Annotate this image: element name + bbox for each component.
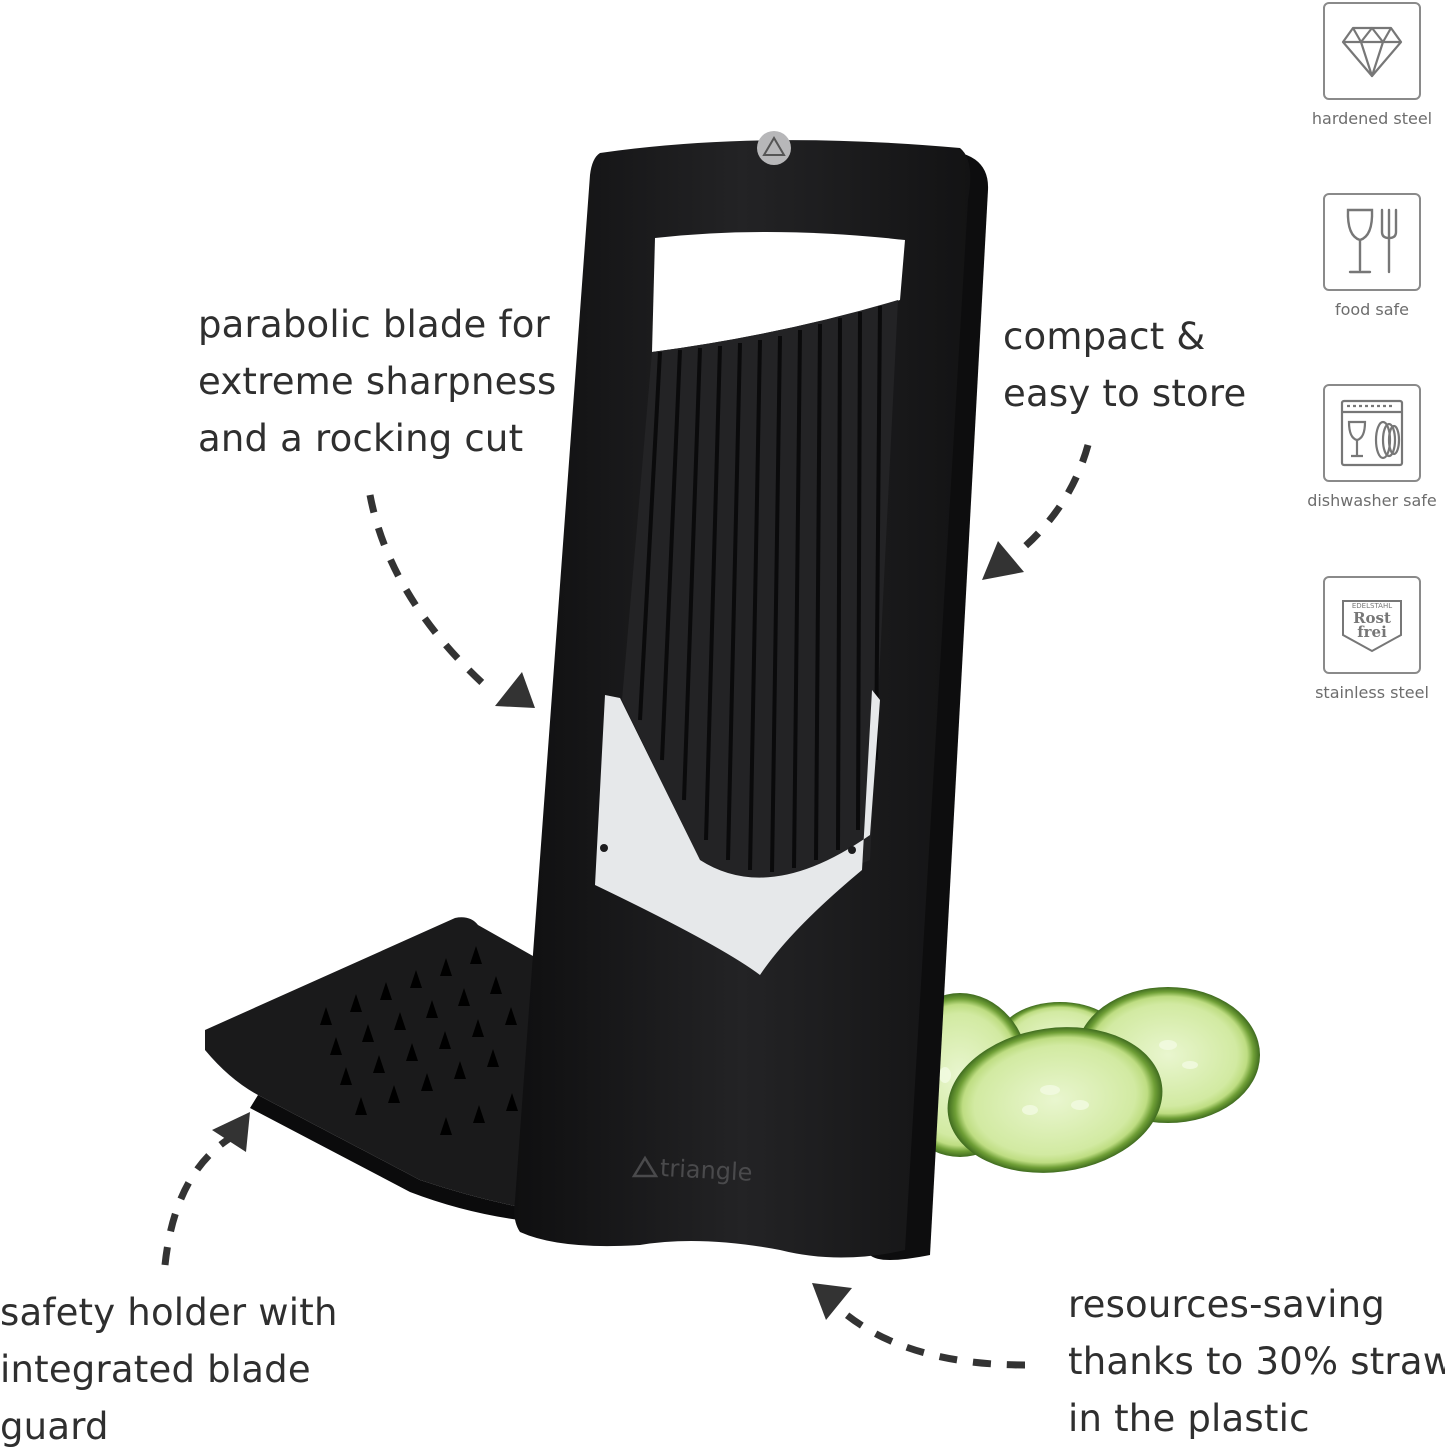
stamp-line2-text: frei: [1357, 623, 1387, 641]
safety-holder: [205, 917, 540, 1222]
badge-dishwasher-safe: dishwasher safe: [1296, 384, 1445, 510]
brand-name: triangle: [659, 1154, 753, 1187]
rostfrei-stamp-icon: EDELSTAHL Rost frei: [1323, 576, 1421, 674]
diamond-icon: [1323, 2, 1421, 100]
badge-hardened-steel: hardened steel: [1296, 2, 1445, 128]
slicer-body: [514, 131, 971, 1258]
callout-line: integrated blade: [0, 1348, 311, 1391]
callout-line: compact &: [1003, 315, 1206, 358]
callout-line: safety holder with: [0, 1291, 338, 1334]
brand-logo: triangle: [631, 1154, 753, 1187]
callout-line: parabolic blade for: [198, 303, 550, 346]
badge-food-safe: food safe: [1296, 193, 1445, 319]
callout-line: thanks to 30% straw: [1068, 1340, 1445, 1383]
badge-stainless-steel: EDELSTAHL Rost frei stainless steel: [1296, 576, 1445, 702]
badge-label: hardened steel: [1311, 109, 1433, 128]
callout-parabolic-blade: parabolic blade for extreme sharpness an…: [198, 296, 557, 467]
badge-label: dishwasher safe: [1307, 491, 1437, 510]
callout-compact: compact & easy to store: [1003, 308, 1246, 422]
callout-safety-holder: safety holder with integrated blade guar…: [0, 1284, 338, 1455]
callout-line: extreme sharpness: [198, 360, 557, 403]
stamp-top-text: EDELSTAHL: [1352, 602, 1392, 610]
callout-line: and a rocking cut: [198, 417, 524, 460]
stamp-line1-text: Rost: [1353, 609, 1391, 627]
dishwasher-icon: [1323, 384, 1421, 482]
callout-resources-saving: resources-saving thanks to 30% straw in …: [1068, 1276, 1445, 1447]
callout-line: easy to store: [1003, 372, 1247, 415]
glass-fork-icon: [1323, 193, 1421, 291]
callout-line: in the plastic: [1068, 1397, 1310, 1440]
v-blade: [595, 690, 880, 975]
cucumber-slices: [890, 987, 1260, 1173]
callout-line: guard: [0, 1405, 109, 1448]
badge-label: stainless steel: [1315, 683, 1429, 702]
badge-label: food safe: [1334, 300, 1410, 319]
callout-line: resources-saving: [1068, 1283, 1385, 1326]
